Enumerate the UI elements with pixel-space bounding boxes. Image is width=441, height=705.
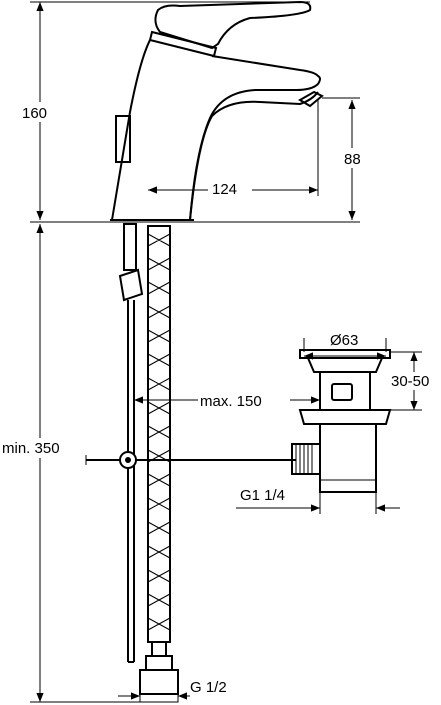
popup-rod bbox=[85, 223, 296, 663]
dimension-lines bbox=[30, 1, 422, 703]
dim-label-spout-reach: 124 bbox=[212, 181, 237, 198]
dim-label-waste-diameter: Ø63 bbox=[330, 332, 358, 349]
dim-label-rod-max: max. 150 bbox=[200, 393, 262, 410]
dim-label-waste-adjust: 30-50 bbox=[391, 373, 429, 390]
dim-label-min-length: min. 350 bbox=[2, 440, 60, 457]
waste-fitting bbox=[291, 349, 392, 493]
dim-label-waste-thread: G1 1/4 bbox=[240, 487, 285, 504]
dim-label-supply-thread: G 1/2 bbox=[190, 679, 227, 696]
flexible-hose bbox=[139, 225, 179, 703]
dim-label-total-height: 160 bbox=[22, 105, 47, 122]
dim-label-spout-height: 88 bbox=[344, 151, 361, 168]
mixer-body bbox=[110, 0, 324, 221]
